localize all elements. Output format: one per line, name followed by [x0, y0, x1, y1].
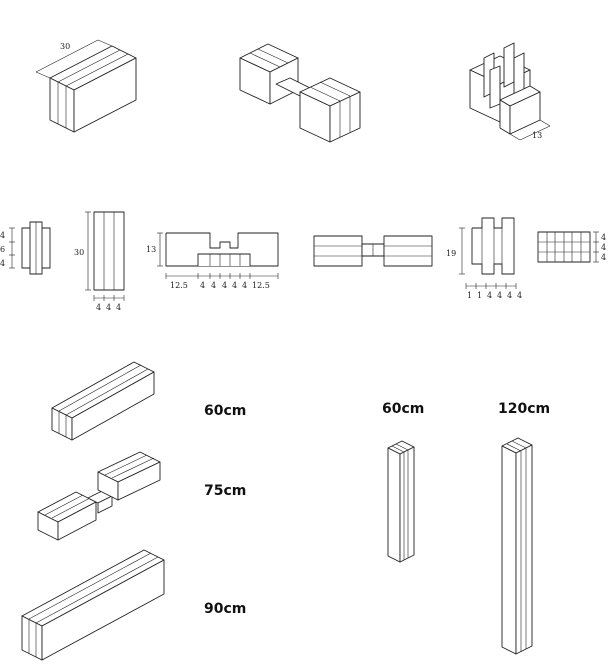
plan-2: 30 4 4 4 — [74, 211, 125, 312]
plan5-dim-b5: 4 — [507, 291, 512, 300]
plan2-dim-b1: 4 — [96, 303, 101, 312]
block-vertical-60 — [387, 440, 415, 563]
plan6-dim-1: 4 — [601, 233, 606, 242]
plan2-dim-left: 30 — [74, 248, 84, 257]
plan6-dim-2: 4 — [601, 243, 606, 252]
block-connector-75 — [37, 451, 161, 541]
size-label-60-vertical: 60cm — [382, 401, 424, 417]
plan3-dim-left: 13 — [146, 245, 156, 254]
size-label-75: 75cm — [204, 483, 246, 499]
block-horizontal-60 — [51, 361, 155, 441]
block-vertical-120 — [501, 437, 533, 655]
plan2-dim-b3: 4 — [116, 303, 121, 312]
plan3-dim-b2: 4 — [200, 281, 205, 290]
plan1-dim-3: 4 — [0, 259, 5, 268]
plan6-dim-3: 4 — [601, 253, 606, 262]
plan1-dim-1: 4 — [0, 231, 5, 240]
plan1-dim-2: 6 — [0, 245, 5, 254]
plan-4 — [313, 235, 433, 267]
plan5-dim-b6: 4 — [517, 291, 522, 300]
plan-6-grid: 4 4 4 — [537, 231, 606, 263]
plan-5: 19 1 1 4 4 4 4 — [446, 217, 522, 300]
size-label-120: 120cm — [498, 401, 550, 417]
plan3-dim-b1: 12.5 — [170, 281, 188, 290]
size-label-90: 90cm — [204, 601, 246, 617]
plan-3: 13 12.5 4 4 4 4 4 12.5 — [146, 232, 279, 290]
dim-label-13: 13 — [532, 131, 542, 140]
plan5-dim-b3: 4 — [487, 291, 492, 300]
plan5-dim-left: 19 — [446, 249, 456, 258]
plan5-dim-b1: 1 — [467, 291, 472, 300]
iso-block-connector — [239, 43, 361, 143]
block-horizontal-90 — [21, 549, 165, 661]
plan5-dim-b2: 1 — [477, 291, 482, 300]
iso-block-comb: 13 — [469, 42, 551, 141]
plan3-dim-b6: 4 — [242, 281, 247, 290]
plan5-dim-b4: 4 — [497, 291, 502, 300]
dim-label-30: 30 — [60, 42, 70, 51]
plan3-dim-b3: 4 — [211, 281, 216, 290]
plan2-dim-b2: 4 — [106, 303, 111, 312]
plan-1: 4 6 4 — [0, 221, 51, 275]
size-label-60-horizontal: 60cm — [204, 403, 246, 419]
plan3-dim-b4: 4 — [222, 281, 227, 290]
plan3-dim-b5: 4 — [232, 281, 237, 290]
iso-block-straight: 30 — [35, 39, 137, 133]
plan3-dim-b7: 12.5 — [252, 281, 270, 290]
